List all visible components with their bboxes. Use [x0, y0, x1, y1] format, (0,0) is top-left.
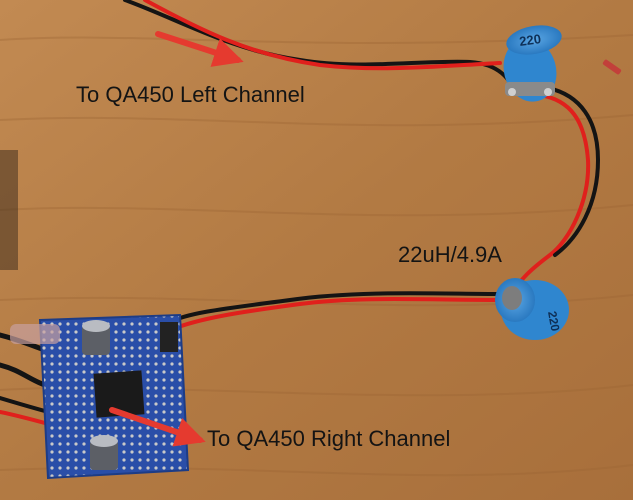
screw-terminal: [160, 322, 178, 352]
lower-inductor-marking: 220: [545, 310, 562, 332]
upper-inductor: 220: [503, 25, 562, 102]
left-wires-2: [0, 362, 48, 388]
right-channel-label: To QA450 Right Channel: [207, 426, 451, 451]
lower-inductor: 220: [495, 278, 569, 340]
main-chip: [93, 370, 145, 418]
left-channel-label: To QA450 Left Channel: [76, 82, 305, 107]
right-channel-arrow: [109, 407, 206, 447]
black-wire-vertical: [546, 86, 601, 257]
red-wire-vertical: [513, 93, 591, 292]
dark-corner-shadow: [0, 150, 18, 270]
annotation-arrows: [109, 31, 244, 447]
loose-red-component: [602, 59, 622, 75]
black-wire-bottom: [168, 291, 502, 324]
amplifier-pcb: [10, 313, 190, 480]
black-wire-top: [123, 0, 517, 94]
upper-inductor-marking: 220: [518, 31, 542, 49]
inductor-spec-label: 22uH/4.9A: [398, 242, 502, 267]
left-channel-arrow: [155, 31, 244, 67]
red-wire-bottom: [168, 297, 502, 332]
capacitor-top: [82, 320, 110, 355]
red-wire-top: [143, 0, 502, 71]
pcb-connector: [10, 324, 60, 344]
capacitor-bottom: [90, 435, 118, 470]
